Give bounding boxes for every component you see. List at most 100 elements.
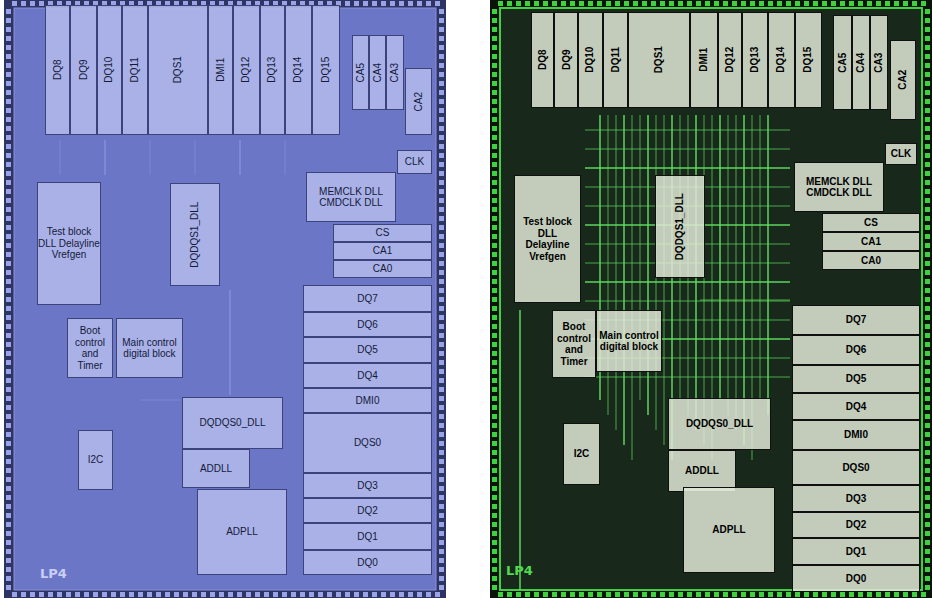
bond-pad [439, 522, 444, 527]
bond-pad [492, 450, 497, 455]
bond-pad [925, 567, 930, 572]
circuit-block: DQDQS1_DLL [655, 175, 705, 278]
bond-pad [439, 162, 444, 167]
bond-pad [492, 549, 497, 554]
bond-pad [390, 592, 395, 597]
bond-pad [925, 360, 930, 365]
block-label: CA0 [861, 255, 881, 267]
block-label: CLK [405, 156, 424, 168]
bond-pad [858, 592, 863, 597]
block-label: Main control digital block [117, 337, 182, 360]
block-label: Boot control and Timer [553, 321, 595, 367]
bond-pad [439, 108, 444, 113]
bond-pad [885, 1, 890, 6]
block-label: DMI1 [215, 58, 227, 82]
block-label: CA4 [372, 63, 384, 82]
bond-pad [439, 261, 444, 266]
bond-pad [741, 1, 746, 6]
bond-pad [372, 592, 377, 597]
bond-pad [426, 1, 431, 6]
bond-pad [492, 315, 497, 320]
circuit-block: DQ10 [578, 12, 603, 108]
bond-pad [439, 36, 444, 41]
metal-wire [704, 115, 705, 445]
bond-pad [439, 45, 444, 50]
bond-pad [642, 592, 647, 597]
bond-pad [894, 592, 899, 597]
bond-pad [492, 531, 497, 536]
circuit-block: DQ5 [792, 365, 920, 393]
bond-pad [786, 592, 791, 597]
bond-pad [894, 1, 899, 6]
bond-pad [6, 72, 11, 77]
bond-pad [570, 1, 575, 6]
bond-pad [6, 342, 11, 347]
circuit-block: Test block DLL Delayline Vrefgen [514, 175, 581, 303]
bond-pad [6, 27, 11, 32]
block-label: Test block DLL Delayline Vrefgen [515, 216, 580, 262]
die-frame [4, 0, 446, 598]
block-label: CS [864, 217, 878, 229]
bond-pad [840, 1, 845, 6]
bond-pad [768, 592, 773, 597]
bond-pad [579, 1, 584, 6]
bond-pad [156, 592, 161, 597]
bond-pad [925, 450, 930, 455]
block-label: DQ13 [267, 57, 279, 83]
bond-pad [439, 99, 444, 104]
circuit-block: MEMCLK DLL CMDCLK DLL [794, 162, 884, 212]
bond-pad [6, 153, 11, 158]
bond-pad [925, 54, 930, 59]
bond-pad [696, 1, 701, 6]
bond-pad [492, 81, 497, 86]
metal-wire [195, 140, 196, 175]
metal-wire [140, 400, 180, 401]
bond-pad [732, 592, 737, 597]
bond-pad [6, 252, 11, 257]
circuit-block: I2C [78, 430, 113, 490]
metal-wire [760, 115, 761, 400]
bond-pad [492, 234, 497, 239]
bond-pad [615, 1, 620, 6]
circuit-block: DQ14 [768, 12, 795, 108]
bond-pad [439, 396, 444, 401]
bond-pad [492, 198, 497, 203]
bond-pad [492, 288, 497, 293]
bond-pad [492, 441, 497, 446]
metal-wire [719, 115, 721, 400]
bond-pad [439, 549, 444, 554]
circuit-block: DQ6 [303, 312, 432, 337]
bond-pad [492, 540, 497, 545]
bond-pad [795, 1, 800, 6]
bond-pad [439, 270, 444, 275]
bond-pad [492, 225, 497, 230]
bond-pad [831, 1, 836, 6]
bond-pad [439, 153, 444, 158]
bond-pad [6, 405, 11, 410]
circuit-block: DQS1 [148, 5, 208, 135]
bond-pad [6, 432, 11, 437]
bond-pad [492, 468, 497, 473]
bond-pad [439, 126, 444, 131]
bond-pad [579, 592, 584, 597]
bond-pad [492, 171, 497, 176]
block-label: DQ8 [52, 60, 64, 81]
bond-pad [492, 558, 497, 563]
bond-pad [925, 306, 930, 311]
block-label: DQ12 [241, 57, 253, 83]
bond-pad [6, 45, 11, 50]
bond-pad [439, 450, 444, 455]
circuit-block: Test block DLL Delayline Vrefgen [37, 182, 101, 305]
bond-pad [492, 297, 497, 302]
bond-pad [408, 592, 413, 597]
bond-pad [6, 360, 11, 365]
bond-pad [6, 567, 11, 572]
bond-pad [6, 441, 11, 446]
block-label: DQ11 [129, 57, 141, 82]
bond-pad [57, 592, 62, 597]
bond-pad [597, 1, 602, 6]
bond-pad [246, 592, 251, 597]
circuit-block: DQ10 [97, 5, 122, 135]
block-label: DMI1 [698, 48, 710, 72]
